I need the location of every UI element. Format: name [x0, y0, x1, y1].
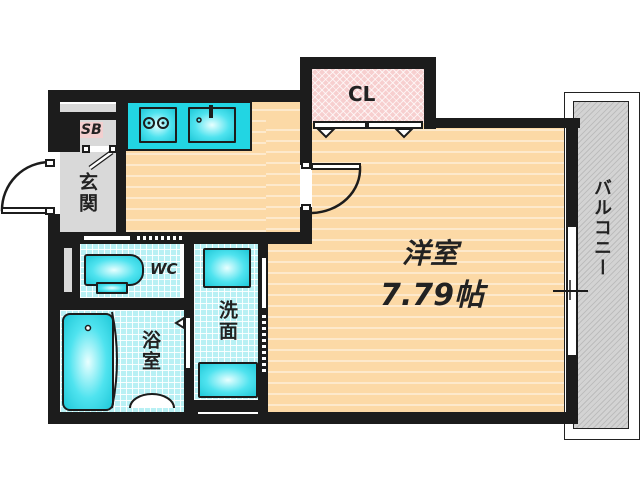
western-room-upper-floor: [304, 120, 568, 240]
washroom-sliding-door-2[interactable]: [260, 256, 268, 310]
washroom-bottom-edge: [196, 410, 260, 416]
balcony-label: バルコニー: [591, 178, 612, 278]
wall-sb-top: [60, 112, 120, 120]
bathroom-label: 浴室: [139, 330, 161, 372]
entrance-label: 玄関: [76, 172, 98, 214]
wall-closet-left: [300, 57, 312, 177]
wall-bottom: [48, 412, 578, 424]
wall-kitchen-right: [300, 205, 312, 244]
kitchen-sliding-door[interactable]: [82, 234, 132, 242]
washroom-label: 洗面: [216, 300, 238, 342]
toilet-sliding-door[interactable]: [132, 234, 184, 242]
western-room-size: 7.79帖: [380, 278, 485, 313]
balcony-floor: [573, 101, 629, 429]
wall-left-lower: [48, 214, 60, 424]
shoe-box-label: SB: [80, 122, 103, 138]
toilet-tank: [96, 282, 128, 294]
wash-basin: [198, 362, 258, 398]
bathroom-door[interactable]: [184, 316, 192, 370]
wall-top-left: [48, 90, 312, 102]
closet-label: CL: [348, 82, 376, 106]
closet-door-left[interactable]: [313, 121, 367, 129]
wall-washroom-bottom: [194, 400, 260, 412]
washing-machine-pan: [203, 248, 251, 288]
wall-closet-top: [300, 57, 434, 69]
wall-toilet-left-inner: [64, 248, 72, 292]
washroom-sliding-door[interactable]: [260, 310, 268, 374]
wall-sb: [60, 112, 80, 152]
wall-toilet-bottom: [48, 298, 194, 310]
western-room-label: 洋室: [402, 237, 459, 270]
wall-room-top: [424, 118, 580, 128]
closet-floor: [312, 67, 424, 123]
wall-left-upper: [48, 90, 60, 152]
wall-closet-right: [424, 57, 436, 129]
wall-entrance-right: [116, 100, 126, 244]
toilet-label: WC: [150, 260, 178, 278]
